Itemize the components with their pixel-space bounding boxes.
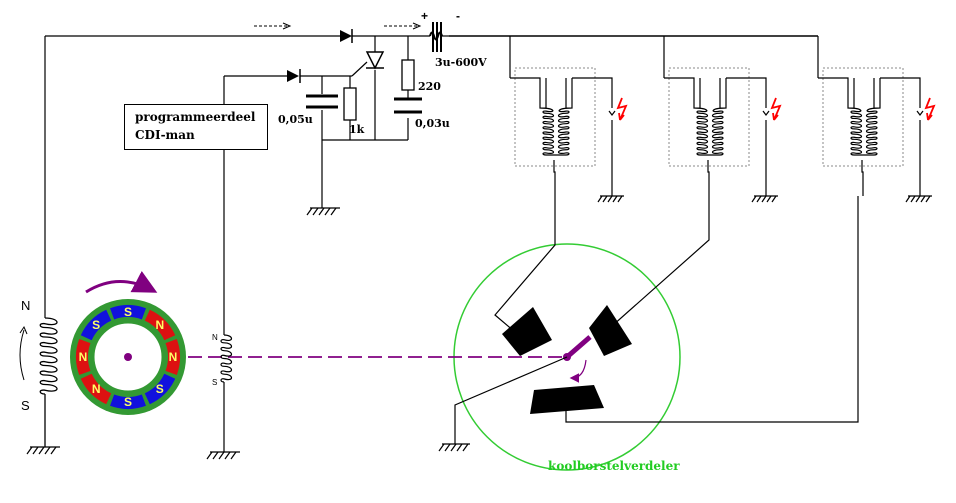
spark-icon	[616, 97, 628, 121]
generator-coil	[39, 317, 58, 447]
distributor-segment-bottom	[530, 385, 604, 414]
primary-winding	[664, 77, 709, 156]
spark-icon	[770, 97, 782, 121]
polarity-plus: +	[421, 9, 428, 23]
capacitor-1	[306, 94, 338, 109]
magnet-segment	[80, 373, 112, 405]
coil-rating-label: 3u-600V	[435, 56, 487, 69]
polarity-minus: -	[456, 9, 460, 23]
capacitor-2	[394, 97, 422, 114]
trigger-diode	[287, 69, 301, 83]
magnet-segment	[165, 339, 180, 375]
programmer-box: programmeerdeel CDI-man	[124, 104, 268, 150]
magnet-segment	[110, 394, 146, 409]
magnet-segment	[144, 373, 176, 405]
pickup-south-label: S	[212, 378, 217, 387]
magnet-label: N	[155, 318, 164, 332]
spark-coil-unit-3	[817, 36, 936, 203]
ground-distributor	[438, 443, 470, 452]
generator-south-label: S	[21, 398, 30, 413]
magnet-label: S	[156, 382, 164, 396]
magnet-label: S	[124, 305, 132, 319]
cap2-label: 0,03u	[415, 117, 450, 130]
secondary-winding	[711, 78, 727, 156]
top-wire	[44, 35, 818, 318]
magnet-label: S	[92, 318, 100, 332]
programmer-box-line2: CDI-man	[135, 128, 195, 142]
generator-flux-arrow	[19, 329, 25, 381]
res1-label: 1k	[349, 123, 365, 136]
magnet-segment	[76, 339, 91, 375]
ground-generator	[26, 446, 60, 455]
generator-flux-arrowhead	[19, 325, 28, 335]
flywheel-magnet-ring: S N N S S N N S	[70, 299, 186, 415]
magnet-segment	[80, 309, 112, 341]
pickup-north-label: N	[212, 333, 218, 342]
primary-winding	[510, 77, 555, 156]
programmer-box-line1: programmeerdeel	[135, 110, 256, 124]
magnet-label: N	[79, 350, 88, 364]
rotor-arm	[565, 335, 592, 359]
distributor-wires	[454, 196, 859, 444]
spark-coil-housing	[822, 67, 904, 167]
magnet-segment	[144, 309, 176, 341]
rotor-rotation-arrow	[569, 359, 587, 383]
thyristor	[365, 51, 385, 70]
scr-branch	[322, 36, 409, 141]
magnet-label: N	[92, 382, 101, 396]
resistor-1k	[343, 87, 357, 121]
secondary-winding	[865, 78, 881, 156]
ignition-coil-symbol	[429, 22, 449, 52]
spark-coil-housing	[514, 67, 596, 167]
magnet-label: N	[169, 350, 178, 364]
distributor-label: koolborstelverdeler	[548, 459, 680, 473]
secondary-winding	[557, 78, 573, 156]
spark-icon	[924, 97, 936, 121]
pickup-coil	[220, 150, 233, 452]
spark-coil-unit-2	[663, 36, 782, 203]
primary-winding	[818, 77, 863, 156]
diode-main	[340, 29, 353, 43]
generator-north-label: N	[21, 298, 30, 313]
distributor-segment-right	[589, 305, 632, 356]
magnet-segment	[110, 305, 146, 320]
ground-scr	[306, 207, 340, 216]
current-arrows	[254, 22, 422, 30]
resistor-220	[401, 59, 415, 91]
spark-coil-unit-1	[509, 36, 628, 203]
distributor-segment-left	[502, 307, 552, 356]
flywheel-rotation-arrow	[85, 270, 158, 294]
trigger-wire	[223, 75, 352, 208]
res2-label: 220	[418, 80, 441, 93]
ground-pickup	[206, 451, 240, 460]
spark-coil-housing	[668, 67, 750, 167]
magnet-label: S	[124, 395, 132, 409]
cap1-label: 0,05u	[278, 113, 313, 126]
